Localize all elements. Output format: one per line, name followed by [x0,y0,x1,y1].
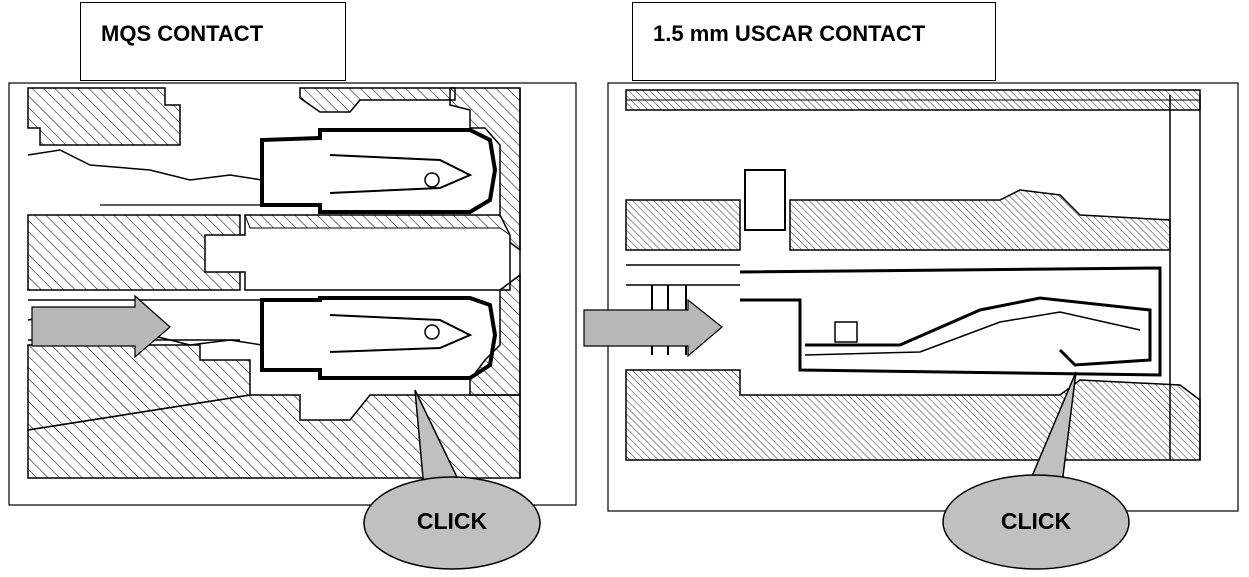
mqs-lower-spring [329,314,473,353]
mqs-upper-dimple [424,172,440,188]
mqs-callout-bubble [363,476,541,570]
mqs-title: MQS CONTACT [101,21,264,46]
uscar-callout-bubble [942,474,1130,570]
mqs-callout-label: CLICK [416,508,488,534]
uscar-contact-drawing [583,82,1239,512]
mqs-housing-upper [27,87,181,146]
mqs-title-box: MQS CONTACT [80,2,346,81]
mqs-click-callout [363,389,541,570]
mqs-pin-body [27,214,241,291]
mqs-upper-contact [260,128,498,214]
uscar-callout-label: CLICK [1000,508,1072,534]
uscar-spring-finger [804,311,1141,356]
mqs-contact-drawing [8,82,577,506]
uscar-terminal-body [739,266,1162,377]
mqs-lower-contact [260,296,498,380]
mqs-housing-bottom [27,394,521,479]
uscar-title-box: 1.5 mm USCAR CONTACT [632,2,996,81]
mqs-lower-dimple [424,324,440,340]
uscar-click-callout [942,371,1130,570]
mqs-upper-spring [329,154,473,194]
mqs-header-hatch-upper [244,214,511,236]
uscar-dimple [834,321,858,343]
uscar-terminal-inner [805,296,1152,367]
mqs-crimp-upper [27,149,263,181]
uscar-insertion-arrow [583,298,723,358]
uscar-housing-upper-mid [789,189,1171,251]
uscar-latch-block [744,169,786,231]
mqs-insertion-arrow [31,294,171,359]
uscar-housing-upper-left [625,199,741,251]
uscar-title: 1.5 mm USCAR CONTACT [653,21,926,46]
